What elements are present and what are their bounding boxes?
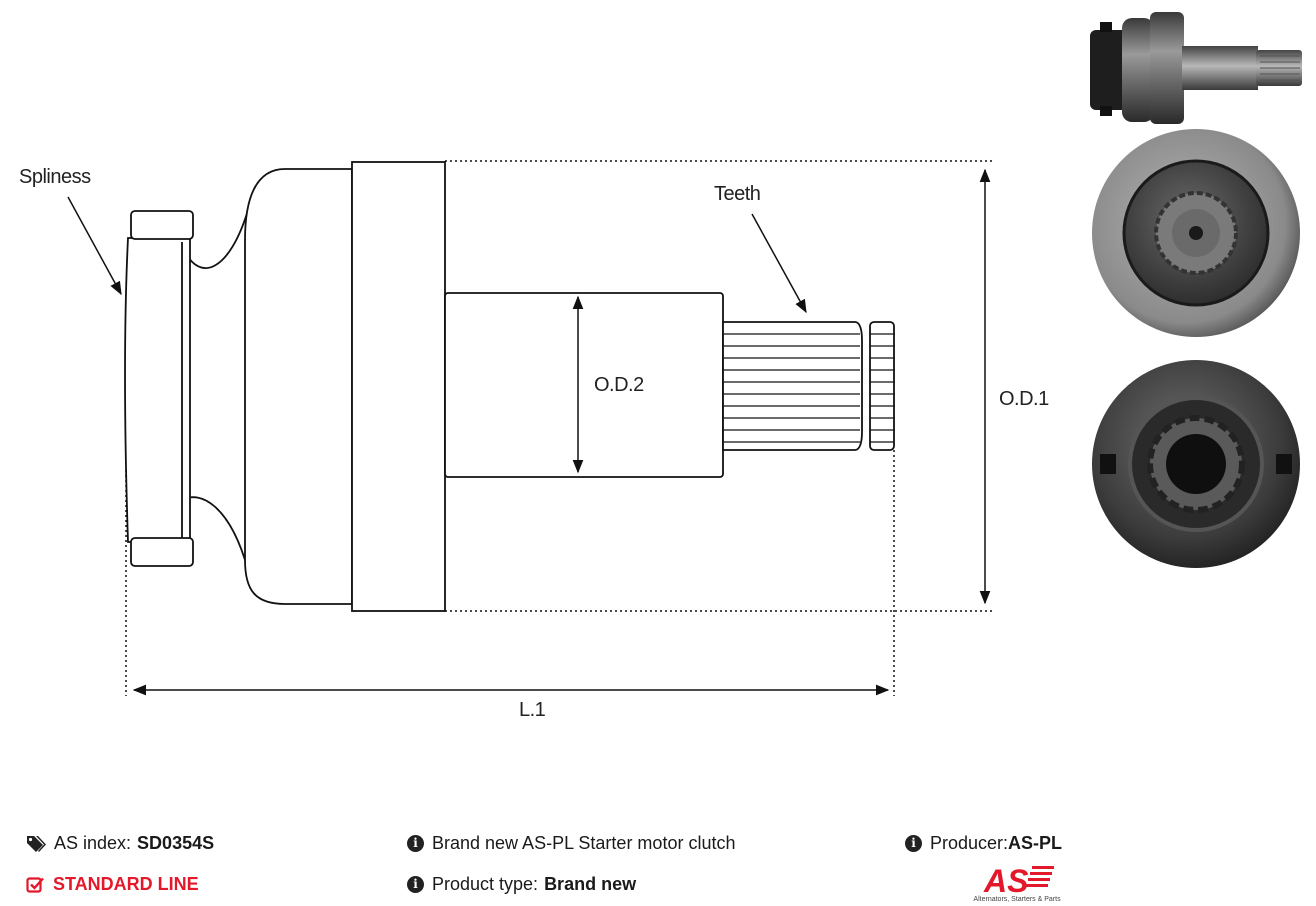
housing	[244, 168, 353, 605]
teeth-end-collar	[869, 321, 895, 451]
as-index-value: SD0354S	[137, 833, 215, 853]
flange-tab-top	[130, 210, 194, 240]
info-icon: i	[905, 835, 922, 852]
product-photo-clutch-end	[1092, 360, 1300, 568]
as-index-row: AS index: SD0354S	[26, 833, 214, 854]
product-type-row: i Product type: Brand new	[407, 874, 636, 895]
flange-disc	[124, 237, 191, 543]
product-photo-side	[1090, 12, 1302, 124]
od2-label: O.D.2	[594, 374, 644, 396]
teeth-label: Teeth	[714, 183, 760, 205]
info-icon: i	[407, 835, 424, 852]
producer-label: Producer:	[930, 833, 1009, 853]
clutch-outline	[124, 161, 895, 612]
logo-text: AS	[983, 863, 1029, 896]
dimension-arrows	[67, 168, 991, 696]
info-icon: i	[407, 876, 424, 893]
standard-line-label: STANDARD LINE	[53, 874, 199, 894]
yoke-neck	[182, 209, 249, 571]
product-type-value: Brand new	[544, 874, 637, 894]
logo-mark: AS	[983, 863, 1054, 899]
spliness-label: Spliness	[19, 166, 91, 188]
teeth-lines	[723, 333, 894, 443]
tags-icon	[27, 835, 46, 852]
producer-row: i Producer: AS-PL	[905, 833, 1062, 854]
logo-tagline: Alternators, Starters & Parts	[973, 896, 1061, 903]
producer-value: AS-PL	[1008, 833, 1063, 853]
extension-lines	[125, 160, 992, 696]
shaft	[444, 292, 724, 478]
body-ring	[351, 161, 446, 612]
checkbox-icon	[26, 876, 44, 893]
product-type-label: Product type:	[432, 874, 539, 894]
standard-line-row: STANDARD LINE	[26, 874, 199, 895]
l1-label: L.1	[519, 699, 546, 721]
description-row: i Brand new AS-PL Starter motor clutch	[407, 833, 735, 854]
teeth-section	[722, 321, 863, 451]
flange-tab-bottom	[130, 537, 194, 567]
teeth-leader	[751, 213, 807, 314]
od1-label: O.D.1	[999, 388, 1049, 410]
product-description: Brand new AS-PL Starter motor clutch	[432, 833, 736, 853]
spliness-leader	[67, 196, 122, 296]
as-index-label: AS index:	[54, 833, 132, 853]
as-pl-logo: AS Alternators, Starters & Parts	[962, 862, 1072, 906]
product-photo-gear-end	[1092, 129, 1300, 337]
